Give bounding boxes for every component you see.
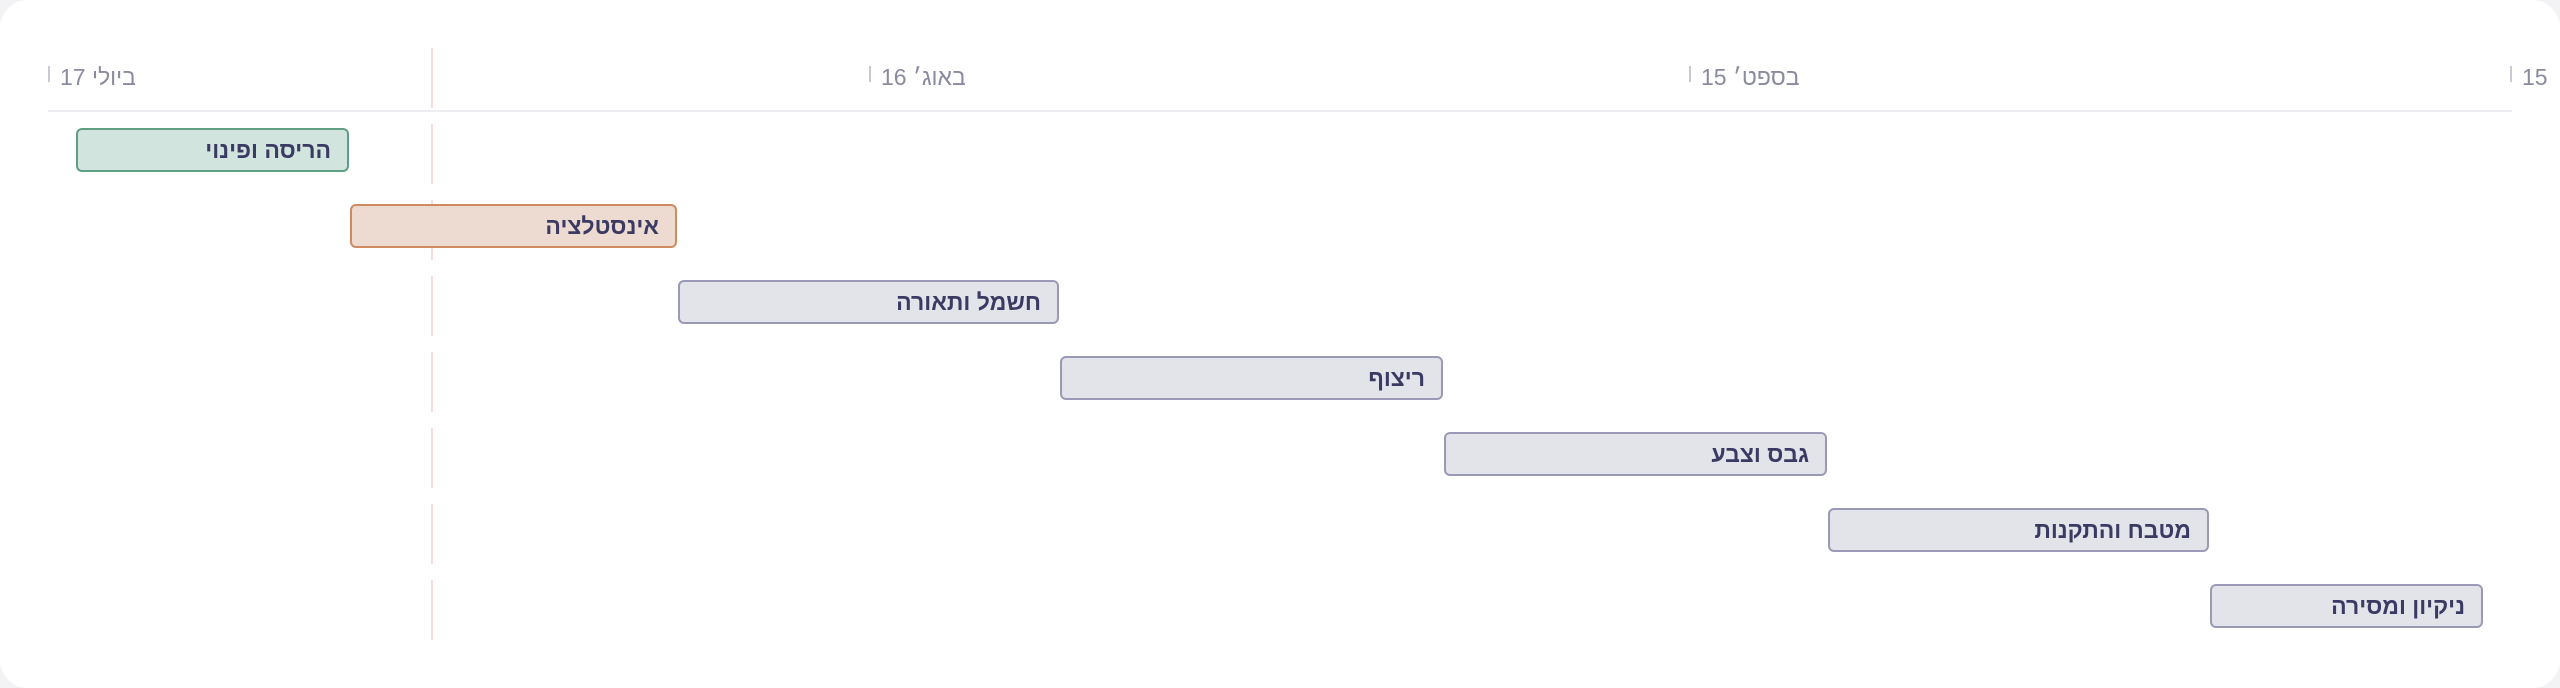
- task-label: ניקיון ומסירה: [2331, 592, 2465, 619]
- timeline-tick-jul17: ביולי 17: [48, 62, 136, 92]
- timeline-tick-sep15: בספט׳ 15: [1689, 62, 1800, 92]
- task-label: מטבח והתקנות: [2034, 516, 2191, 543]
- task-label: גבס וצבע: [1711, 440, 1809, 467]
- tick-mark: [48, 66, 50, 82]
- task-bar-drywall-paint[interactable]: גבס וצבע: [1444, 432, 1827, 476]
- tick-label: ביולי 17: [60, 63, 136, 90]
- task-bar-tiling[interactable]: ריצוף: [1060, 356, 1443, 400]
- tick-mark: [2510, 66, 2512, 82]
- tick-label: בספט׳ 15: [1701, 63, 1800, 90]
- timeline-header: ביולי 17 באוג׳ 16 בספט׳ 15 15: [0, 0, 2560, 110]
- tick-mark: [1689, 66, 1691, 82]
- timeline-tick-aug16: באוג׳ 16: [869, 62, 966, 92]
- task-label: הריסה ופינוי: [205, 136, 331, 163]
- task-bar-cleanup[interactable]: ניקיון ומסירה: [2210, 584, 2483, 628]
- task-label: חשמל ותאורה: [896, 288, 1041, 315]
- header-divider: [48, 110, 2512, 112]
- tick-mark: [869, 66, 871, 82]
- task-label: ריצוף: [1368, 364, 1425, 391]
- tick-label: 15: [2522, 63, 2548, 90]
- task-label: אינסטלציה: [545, 212, 659, 239]
- task-bar-electrical[interactable]: חשמל ותאורה: [678, 280, 1059, 324]
- today-marker: [431, 48, 433, 640]
- timeline-tick-oct15: 15: [2510, 62, 2548, 92]
- task-bar-plumbing[interactable]: אינסטלציה: [350, 204, 677, 248]
- tick-label: באוג׳ 16: [881, 63, 966, 90]
- task-bar-kitchen[interactable]: מטבח והתקנות: [1828, 508, 2209, 552]
- task-bar-demolition[interactable]: הריסה ופינוי: [76, 128, 349, 172]
